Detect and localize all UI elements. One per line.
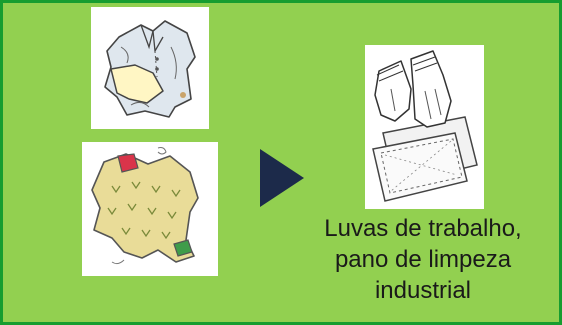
caption-line-1: Luvas de trabalho,: [324, 215, 522, 242]
arrow-right-icon: [260, 149, 304, 207]
caption-line-2: pano de limpeza: [334, 246, 512, 273]
worn-sweater-icon: [82, 142, 218, 276]
product-caption: Luvas de trabalho, pano de limpeza indus…: [295, 213, 551, 306]
caption-line-3: industrial: [374, 277, 472, 304]
worn-shirt-icon: [91, 7, 209, 129]
work-gloves-and-cloth-icon: [365, 45, 484, 209]
